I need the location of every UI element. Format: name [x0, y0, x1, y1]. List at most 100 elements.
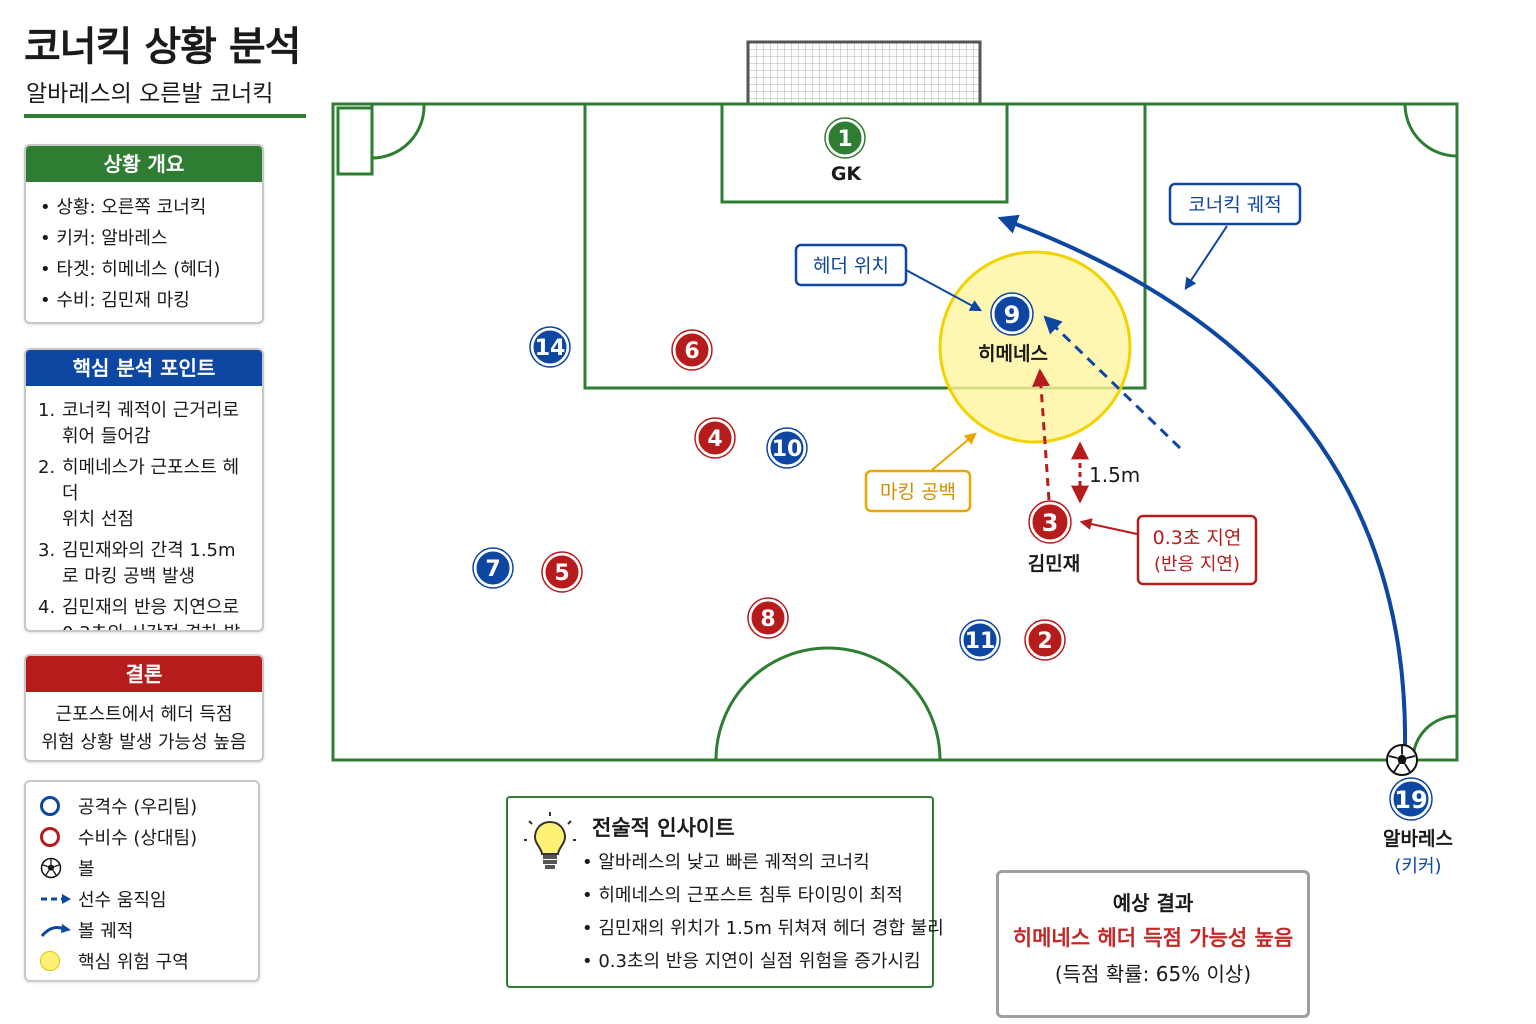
callout-delay: 0.3초 지연: [1153, 527, 1242, 549]
player-number: 1: [837, 127, 852, 152]
result-main: 히메네스 헤더 득점 가능성 높음: [1012, 926, 1294, 950]
player-number: 2: [1037, 629, 1052, 654]
insight-item: 김민재의 위치가 1.5m 뒤쳐져 헤더 경합 불리: [582, 912, 943, 945]
title-divider: [24, 114, 306, 118]
defender-3-kimminjae[interactable]: 3: [1028, 500, 1072, 544]
legend-attacker: 공격수 (우리팀): [26, 790, 258, 821]
gk-label: GK: [831, 163, 863, 185]
insight-panel: 전술적 인사이트 알바레스의 낮고 빠른 궤적의 코너킥 히메네스의 근포스트 …: [506, 796, 944, 988]
result-title: 예상 결과: [1112, 891, 1194, 915]
defender-5[interactable]: 5: [541, 551, 583, 593]
corner-arc-top-left-curve: [371, 103, 426, 160]
callout-delay-arrow: [1079, 518, 1138, 535]
player-number: 6: [684, 339, 699, 364]
callout-trajectory-box: [1168, 182, 1302, 226]
players: 1 GK 14 10 7 11 9 히메네스: [472, 117, 1453, 877]
legend-defender: 수비수 (상대팀): [26, 821, 258, 852]
callout-header-box: [794, 243, 908, 287]
defender-6[interactable]: 6: [671, 329, 713, 371]
insight-title: 전술적 인사이트: [592, 816, 735, 840]
attacker-10[interactable]: 10: [766, 427, 808, 469]
jimenez-run-arrow: [1043, 315, 1182, 450]
overview-item: 상황: 오른쪽 코너킥: [40, 192, 262, 223]
center-arc: [714, 646, 942, 761]
player-number: 19: [1394, 786, 1427, 814]
corner-box-top-left: [336, 106, 374, 176]
analysis-item: 4.김민재의 반응 지연으로0.3초의 시간적 격차 발생: [38, 597, 240, 630]
player-number: 10: [772, 437, 803, 462]
overview-item: 타겟: 히메네스 (헤더): [40, 254, 262, 285]
callout-delay-box: [1136, 514, 1258, 586]
overview-panel: 상황 개요 상황: 오른쪽 코너킥 키커: 알바레스 타겟: 히메네스 (헤더)…: [24, 144, 264, 324]
callout-header-position: 헤더 위치: [813, 255, 889, 277]
conclusion-title: 결론: [26, 656, 262, 692]
alvarez-label: 알바레스: [1383, 828, 1453, 850]
legend-ball: 볼: [26, 852, 258, 883]
attacker-11[interactable]: 11: [959, 619, 1001, 661]
player-number: 9: [1004, 301, 1021, 329]
overview-list: 상황: 오른쪽 코너킥 키커: 알바레스 타겟: 히메네스 (헤더) 수비: 김…: [26, 182, 262, 316]
result-panel: 예상 결과 히메네스 헤더 득점 가능성 높음 (득점 확률: 65% 이상): [996, 870, 1310, 1018]
defender-marker-icon: [40, 826, 60, 847]
goal-net: [746, 40, 982, 106]
kimminjae-move-arrow: [1032, 368, 1051, 501]
result-probability: (득점 확률: 65% 이상): [1054, 962, 1252, 986]
player-number: 8: [760, 607, 775, 632]
kicker-label: (키커): [1394, 856, 1441, 877]
player-number: 11: [965, 629, 996, 654]
soccer-ball-icon: [1386, 744, 1418, 776]
callout-header-arrow: [905, 269, 983, 312]
corner-arc-top-right: [1403, 103, 1458, 158]
insight-item: 히메네스의 근포스트 침투 타이밍이 최적: [582, 879, 944, 912]
goal-area: [720, 102, 1009, 204]
corner-arc-bottom-right: [1411, 714, 1458, 761]
insight-item: 알바레스의 낮고 빠른 궤적의 코너킥: [582, 846, 944, 879]
legend-trajectory: 볼 궤적: [26, 914, 258, 945]
callout-marking-gap: 마킹 공백: [880, 481, 956, 503]
legend-movement: 선수 움직임: [26, 883, 258, 914]
defender-2[interactable]: 2: [1024, 619, 1066, 661]
danger-zone-icon: [40, 950, 60, 971]
jimenez-label: 히메네스: [978, 343, 1048, 365]
overview-item: 키커: 알바레스: [40, 223, 262, 254]
kimminjae-label: 김민재: [1028, 553, 1080, 575]
attacker-7[interactable]: 7: [472, 547, 514, 589]
callout-gap-box: [864, 469, 972, 513]
page-subtitle: 알바레스의 오른발 코너킥: [26, 81, 274, 107]
insight-list: 알바레스의 낮고 빠른 궤적의 코너킥 히메네스의 근포스트 침투 타이밍이 최…: [582, 846, 944, 978]
callout-delay-sub: (반응 지연): [1154, 554, 1240, 575]
legend-panel: 공격수 (우리팀) 수비수 (상대팀) 볼 선수 움직임: [24, 780, 260, 982]
player-goalkeeper[interactable]: 1: [824, 117, 866, 159]
callout-trajectory-arrow: [1184, 225, 1228, 291]
curved-arrow-icon: [40, 923, 71, 937]
overview-title: 상황 개요: [26, 146, 262, 182]
insight-item: 0.3초의 반응 지연이 실점 위험을 증가시킴: [582, 945, 944, 978]
dashed-arrow-icon: [41, 893, 71, 904]
callout-trajectory: 코너킥 궤적: [1188, 194, 1281, 216]
player-number: 7: [485, 557, 500, 582]
attacker-9-jimenez[interactable]: 9: [990, 292, 1034, 336]
player-number: 4: [707, 427, 722, 452]
lightbulb-icon: [524, 812, 576, 869]
ball-trajectory: [997, 214, 1408, 749]
player-number: 5: [554, 561, 569, 586]
pitch-lines: [331, 102, 1459, 762]
callout-gap-arrow: [931, 432, 977, 471]
attacker-14[interactable]: 14: [529, 326, 571, 368]
danger-zone: [938, 250, 1132, 444]
distance-label: 1.5m: [1089, 463, 1140, 487]
defender-8[interactable]: 8: [747, 597, 789, 639]
player-number: 14: [535, 336, 566, 361]
page-title: 코너킥 상황 분석: [24, 24, 301, 70]
attacker-19-alvarez[interactable]: 19: [1389, 777, 1433, 821]
defender-4[interactable]: 4: [694, 417, 736, 459]
soccer-ball-icon: [40, 857, 62, 878]
